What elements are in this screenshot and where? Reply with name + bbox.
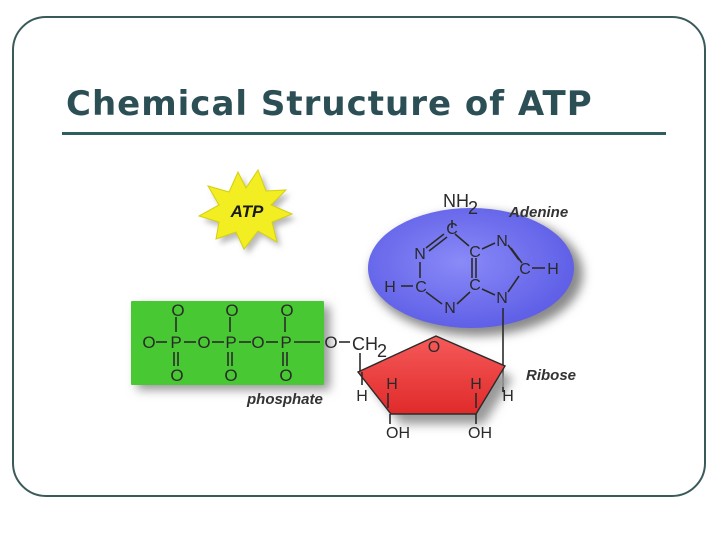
atom-h: H (502, 388, 514, 405)
atom-o: O (251, 333, 264, 352)
atom-o: O (225, 301, 238, 320)
subscript-2: 2 (377, 341, 387, 361)
atom-h: H (547, 261, 559, 278)
atom-h: H (470, 376, 482, 393)
atom-o: O (170, 366, 183, 385)
atom-c: C (519, 261, 531, 278)
atom-oh: OH (386, 425, 410, 442)
atom-c: C (446, 221, 458, 238)
atom-c: C (469, 277, 481, 294)
atp-starburst-badge: ATP (197, 168, 296, 254)
atom-c: C (469, 244, 481, 261)
atom-o: O (279, 366, 292, 385)
atom-h: H (384, 279, 396, 296)
atom-oh: OH (468, 425, 492, 442)
atom-h: H (356, 388, 368, 405)
atom-o: O (428, 339, 440, 356)
atom-p: P (225, 333, 236, 352)
atom-p: P (170, 333, 181, 352)
atom-o: O (224, 366, 237, 385)
ribose-sugar: O H H H H OH OH Ribose (356, 335, 576, 442)
atom-n: N (414, 246, 426, 263)
ribose-ring (356, 335, 507, 415)
adenine-ellipse (368, 208, 574, 328)
atom-c: C (415, 279, 427, 296)
linker-och2: O CH 2 (324, 333, 387, 372)
starburst-shape (197, 168, 294, 250)
atom-p: P (280, 333, 291, 352)
atom-o: O (280, 301, 293, 320)
phosphate-group: O P O P O P O O O O O O (131, 301, 330, 390)
atom-o: O (197, 333, 210, 352)
subscript-2: 2 (468, 198, 478, 218)
atom-ch: CH (352, 334, 378, 354)
atp-badge-label: ATP (230, 202, 264, 221)
atom-o: O (142, 333, 155, 352)
atom-nh: NH (443, 191, 469, 211)
slide-frame (12, 16, 706, 497)
atom-h: H (386, 376, 398, 393)
ribose-label: Ribose (526, 367, 576, 384)
slide-title: Chemical Structure of ATP (66, 84, 593, 124)
atom-n: N (496, 290, 508, 307)
phosphate-block (131, 301, 324, 385)
atom-o: O (324, 333, 337, 352)
title-underline (62, 132, 666, 135)
phosphate-label: phosphate (246, 391, 323, 408)
adenine-base: C N C N C H H C C N N NH 2 Adenine (368, 191, 583, 336)
adenine-label: Adenine (508, 204, 568, 221)
atom-n: N (496, 233, 508, 250)
atom-n: N (444, 300, 456, 317)
atom-o: O (171, 301, 184, 320)
